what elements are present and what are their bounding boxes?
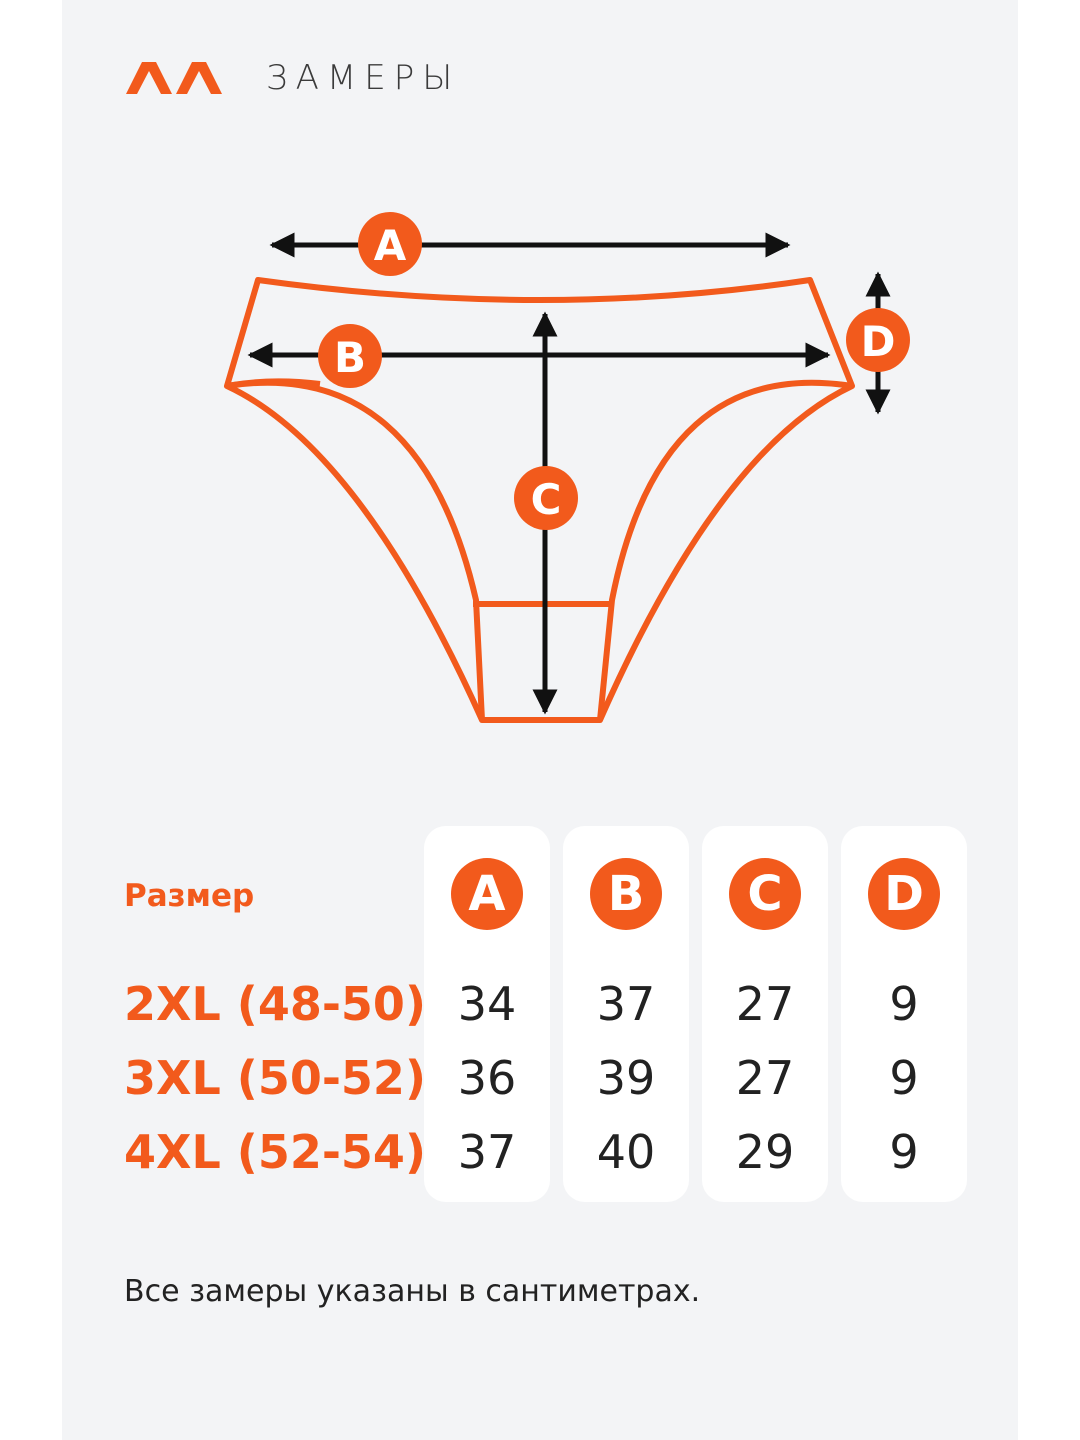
row-label-3xl: 3XL (50-52) bbox=[124, 1051, 426, 1105]
cell-3xl-b: 39 bbox=[596, 1051, 656, 1105]
page-title: ЗАМЕРЫ bbox=[266, 58, 461, 98]
label-a: A bbox=[374, 221, 407, 270]
measurement-diagram: A B C D bbox=[224, 212, 910, 723]
cell-2xl-d: 9 bbox=[889, 977, 919, 1031]
cell-4xl-a: 37 bbox=[457, 1125, 517, 1179]
cell-2xl-b: 37 bbox=[596, 977, 656, 1031]
column-c-badge: C bbox=[729, 858, 801, 930]
column-a: A 34 36 37 bbox=[424, 826, 550, 1202]
column-b-badge: B bbox=[590, 858, 662, 930]
column-b: B 37 39 40 bbox=[563, 826, 689, 1202]
label-c-badge: C bbox=[514, 466, 578, 530]
cell-3xl-d: 9 bbox=[889, 1051, 919, 1105]
cell-3xl-c: 27 bbox=[735, 1051, 795, 1105]
cell-4xl-b: 40 bbox=[596, 1125, 656, 1179]
cell-4xl-d: 9 bbox=[889, 1125, 919, 1179]
label-b-badge: B bbox=[318, 324, 382, 388]
label-a-badge: A bbox=[358, 212, 422, 276]
label-b: B bbox=[334, 333, 366, 382]
label-d: D bbox=[861, 317, 896, 366]
units-footnote: Все замеры указаны в сантиметрах. bbox=[124, 1274, 701, 1309]
column-a-badge: A bbox=[451, 858, 523, 930]
row-label-4xl: 4XL (52-54) bbox=[124, 1125, 426, 1179]
cell-2xl-a: 34 bbox=[457, 977, 517, 1031]
row-label-2xl: 2XL (48-50) bbox=[124, 977, 426, 1031]
label-c: C bbox=[531, 475, 562, 524]
label-d-badge: D bbox=[846, 308, 910, 372]
double-chevron-logo-icon bbox=[126, 62, 222, 94]
cell-3xl-a: 36 bbox=[457, 1051, 517, 1105]
size-heading: Размер bbox=[124, 878, 255, 914]
column-d: D 9 9 9 bbox=[841, 826, 967, 1202]
cell-4xl-c: 29 bbox=[735, 1125, 795, 1179]
column-d-badge: D bbox=[868, 858, 940, 930]
brief-outline bbox=[224, 277, 855, 723]
column-c: C 27 27 29 bbox=[702, 826, 828, 1202]
cell-2xl-c: 27 bbox=[735, 977, 795, 1031]
